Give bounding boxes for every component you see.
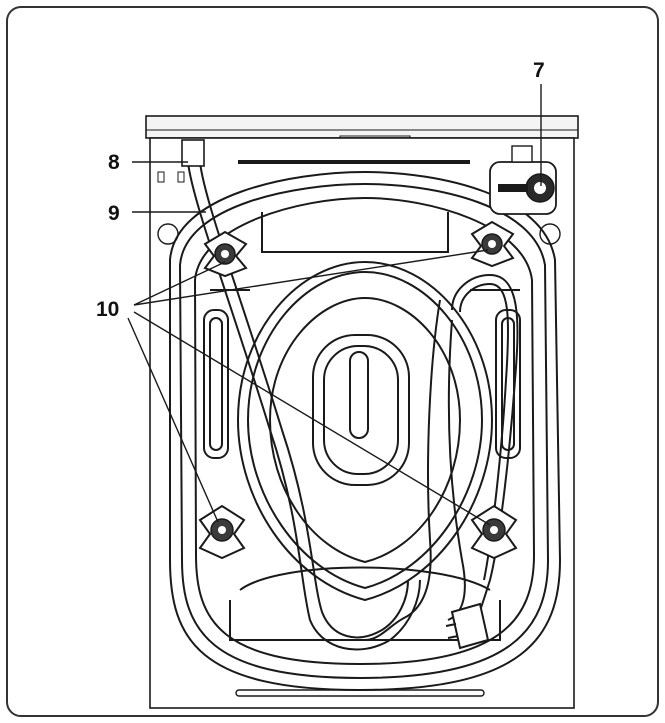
leader-10c <box>127 317 219 523</box>
drain-pump-filter-icon <box>489 145 557 215</box>
transport-bolt-icon <box>470 220 515 268</box>
leader-10a <box>133 261 226 306</box>
leader-lines <box>127 84 542 526</box>
leader-10d <box>133 311 491 526</box>
callout-9: 9 <box>108 202 120 225</box>
power-cord <box>364 273 519 641</box>
transport-bolt-icon <box>203 230 248 278</box>
leader-10b <box>133 249 489 306</box>
power-plug-icon <box>445 602 490 650</box>
callout-8: 8 <box>108 151 120 174</box>
top-plate <box>145 115 579 145</box>
transport-bolt-icon <box>198 504 246 560</box>
callout-10: 10 <box>96 298 119 321</box>
callout-7: 7 <box>533 59 545 82</box>
